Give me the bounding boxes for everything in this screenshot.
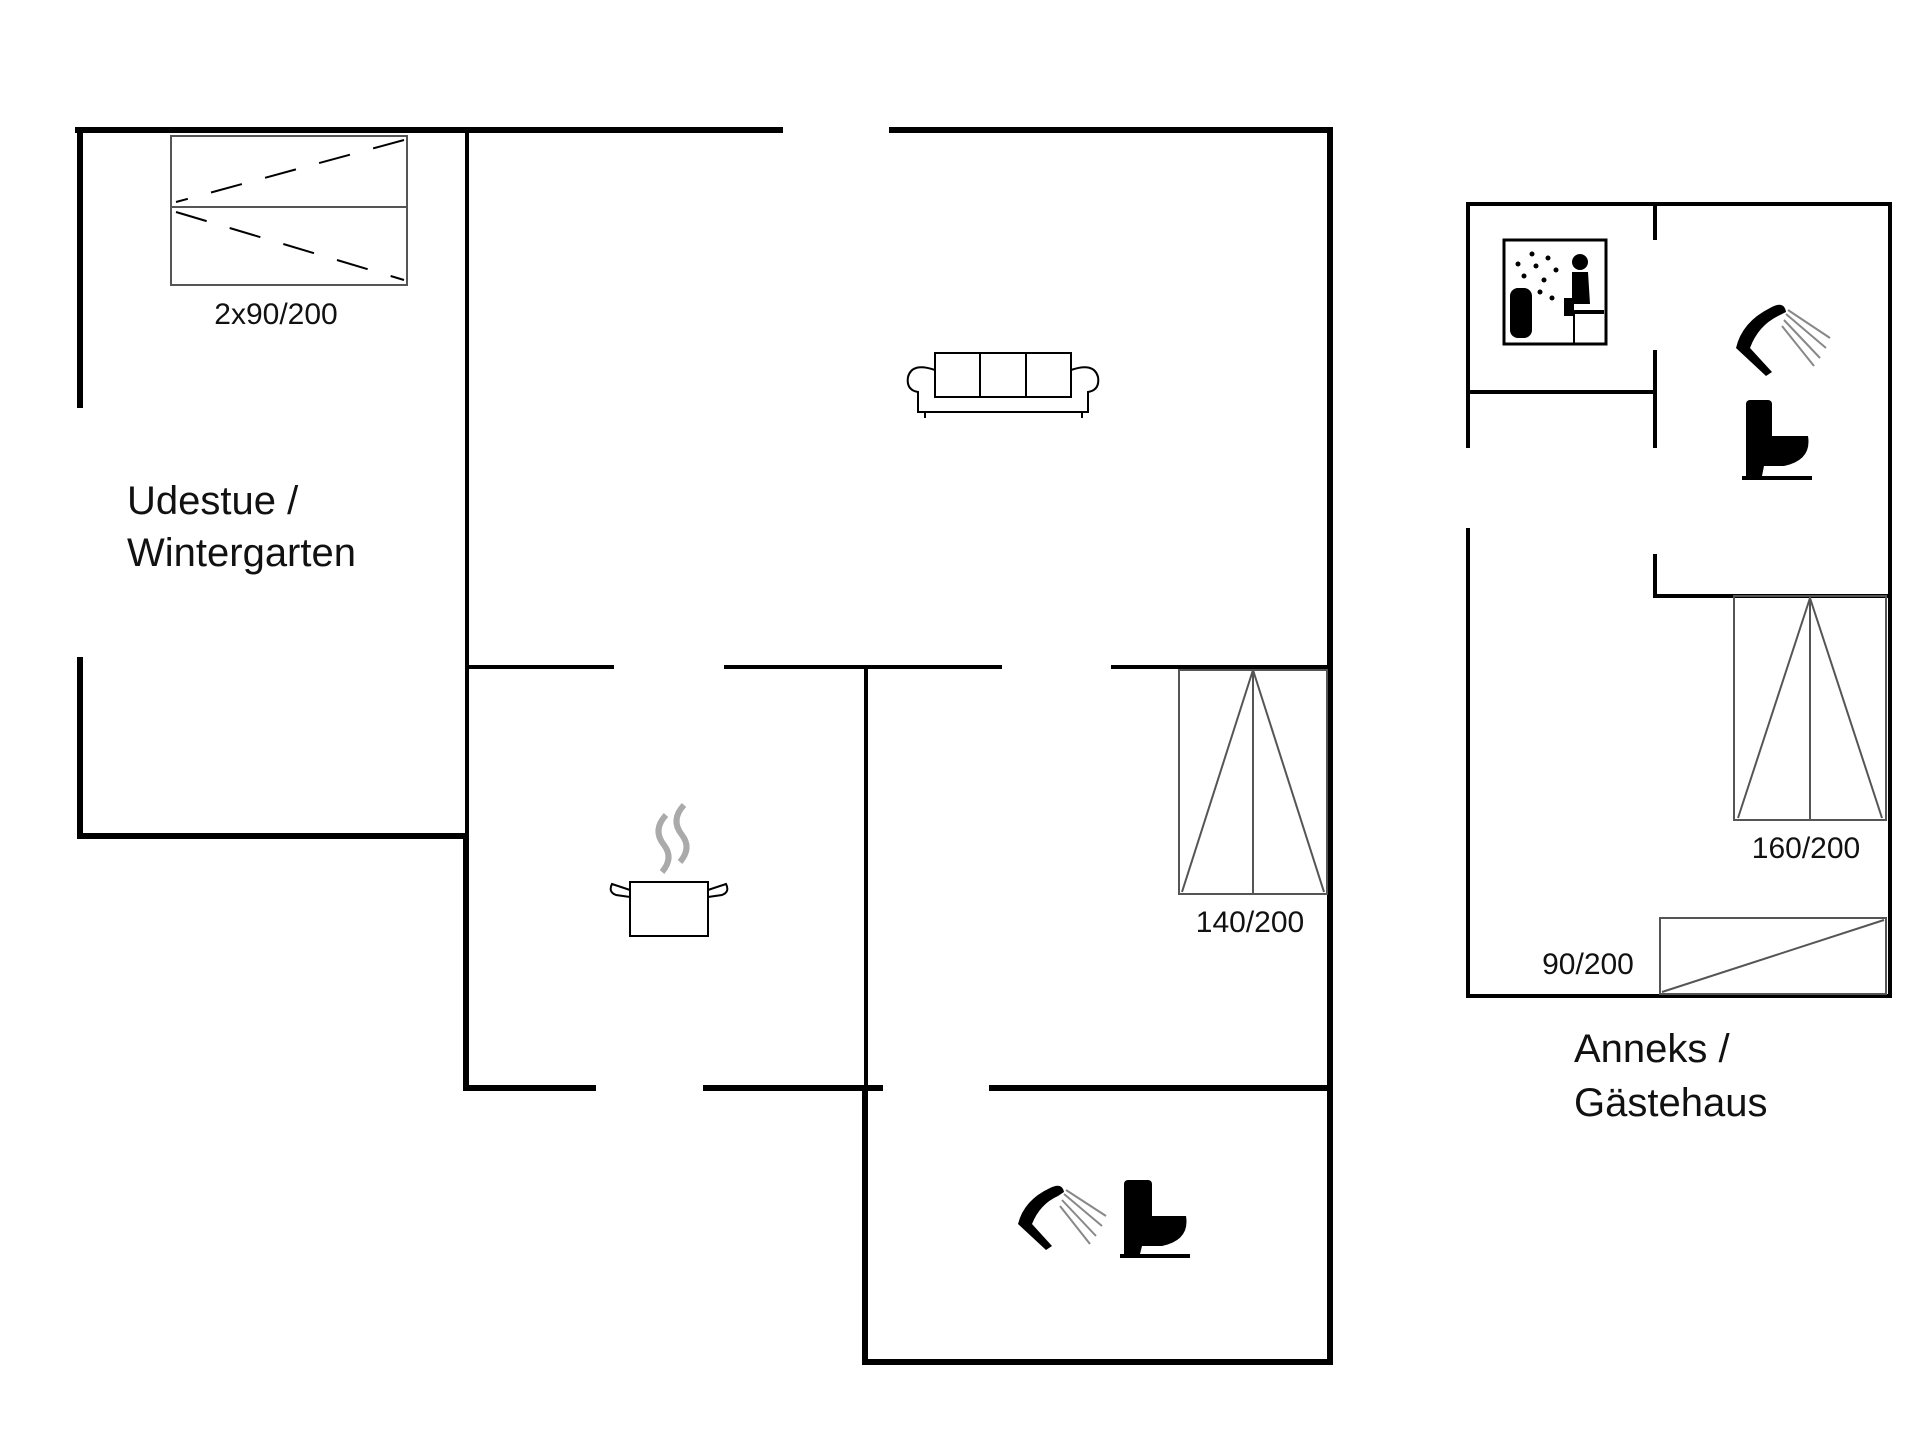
bed-anneks-double-label: 160/200 [1752,832,1860,865]
main-house-walls [75,127,1333,1365]
bed-anneks-double [1733,595,1887,821]
steam-line-1 [655,812,672,874]
steam-line-2 [673,802,690,864]
toilet-icon [1120,1180,1190,1258]
annex-toilet-bowl [1746,436,1809,476]
bed-anneks-single-diag [1661,919,1885,993]
shower-icon [1736,304,1831,376]
bed-main-diag-1 [1181,669,1254,893]
room-label-anneks-line1: Anneks / [1574,1027,1731,1071]
shower-icon [1018,1185,1107,1250]
sauna-bench [1566,310,1604,314]
bed-main [1178,669,1328,895]
toilet-bowl [1124,1216,1187,1254]
bed-main-label: 140/200 [1196,906,1304,939]
toilet-icon [1742,400,1812,480]
sauna-stove [1510,288,1532,338]
bed-anneks-double-diag-2 [1809,597,1883,819]
sofa-icon [906,352,1100,418]
main-house-inner-walls [465,128,1332,1090]
bed-udestue-label: 2x90/200 [214,298,337,331]
pot-handle-right [707,882,729,898]
bed-anneks-single [1659,917,1887,995]
cooking-pot-icon [609,802,729,937]
toilet-base [1120,1254,1190,1258]
room-label-anneks-line2: Gästehaus [1574,1081,1767,1125]
annex-toilet-base [1742,476,1812,480]
bed-udestue [170,135,408,286]
sauna-person-body [1564,272,1590,316]
sauna-steam-dots [1515,251,1559,301]
room-label-udestue-line1: Udestue / [127,479,299,523]
bed-anneks-double-diag-1 [1737,597,1811,819]
sofa-arms [906,366,1100,413]
annex-toilet-tank [1746,400,1772,440]
bed-udestue-frame [170,135,408,286]
sauna-icon [1502,238,1608,346]
bed-anneks-single-label: 90/200 [1542,948,1634,981]
bed-udestue-dash-2 [175,211,405,281]
sofa-back [934,352,1072,398]
shower-head [1018,1185,1064,1250]
bed-anneks-single-frame [1659,917,1887,995]
pot-body [629,881,709,937]
bed-udestue-dash-1 [175,139,405,203]
sauna-person-head [1572,254,1588,270]
room-label-udestue-line2: Wintergarten [127,531,356,575]
pot-handle-left [609,882,631,898]
annex-shower-head [1736,304,1786,376]
toilet-tank [1124,1180,1152,1220]
annex-shower-spray [1781,309,1831,367]
shower-spray [1059,1189,1107,1245]
bed-main-diag-2 [1252,669,1325,893]
